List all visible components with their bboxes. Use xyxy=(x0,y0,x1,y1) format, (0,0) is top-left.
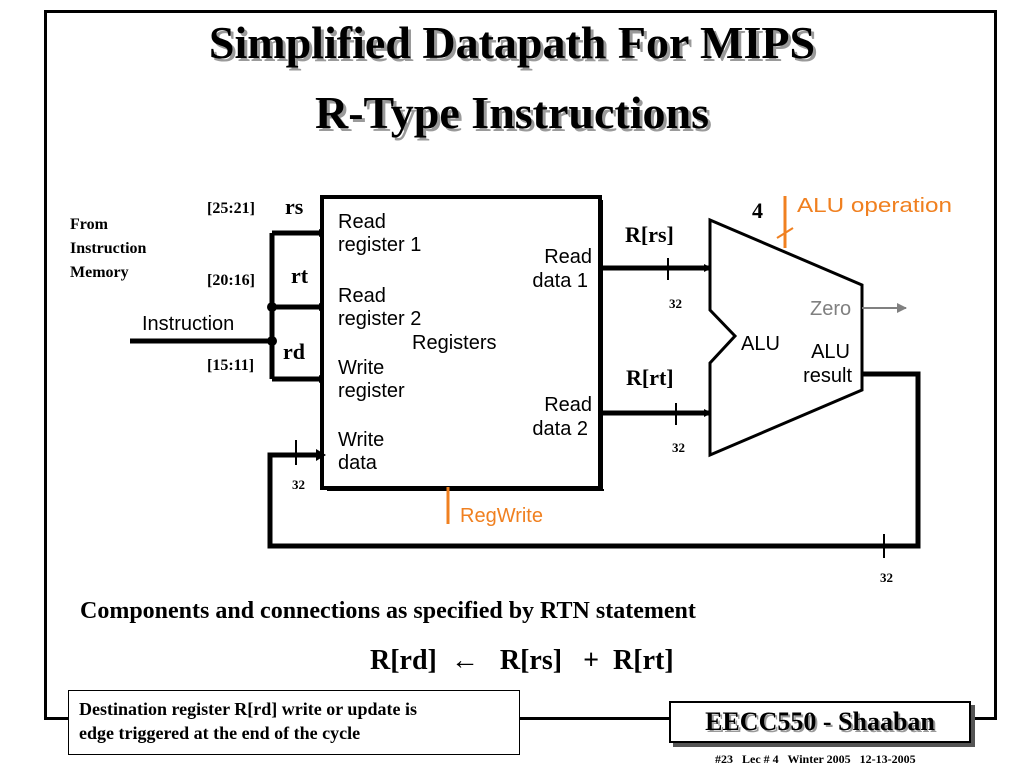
write-timing-note: Destination register R[rd] write or upda… xyxy=(68,690,520,755)
from-memory-line-2: Instruction xyxy=(70,240,147,257)
alu-result-width: 32 xyxy=(880,570,893,585)
alu-block xyxy=(708,217,864,458)
write-data-width: 32 xyxy=(292,477,305,492)
slide-footer: #23 Lec # 4 Winter 2005 12-13-2005 xyxy=(715,752,916,766)
registers-name-label: Registers xyxy=(412,332,496,354)
regwrite-label: RegWrite xyxy=(460,505,543,527)
read-data-2-label-a: Read xyxy=(544,394,592,416)
bus-rt-width: 32 xyxy=(672,440,685,455)
write-register-label-a: Write xyxy=(338,357,384,379)
bus-rt-label: R[rt] xyxy=(626,365,674,390)
from-memory-line-1: From xyxy=(70,216,109,233)
course-banner: EECC550 - Shaaban xyxy=(669,701,971,743)
alu-operation-label: ALU operation xyxy=(797,195,952,217)
rt-field-label: rt xyxy=(291,263,309,288)
rtn-destination: R[rd] xyxy=(370,645,437,676)
note-line-1: Destination register R[rd] write or upda… xyxy=(79,699,417,719)
zero-label: Zero xyxy=(810,298,851,320)
rt-bits-label: [20:16] xyxy=(207,272,255,289)
alu-op-width: 4 xyxy=(752,198,763,223)
slide-title-line-1: Simplified Datapath For MIPS xyxy=(208,17,816,68)
rtn-operand-rt: R[rt] xyxy=(613,645,674,676)
from-memory-line-3: Memory xyxy=(70,264,129,281)
note-line-2: edge triggered at the end of the cycle xyxy=(79,723,361,743)
slide-frame xyxy=(44,10,997,720)
read-data-1-label-b: data 1 xyxy=(532,270,588,292)
rs-bits-label: [25:21] xyxy=(207,200,255,217)
read-register-2-label-b: register 2 xyxy=(338,308,421,330)
rtn-operand-rs: R[rs] xyxy=(499,645,563,676)
instruction-label: Instruction xyxy=(142,313,234,335)
bus-rs-width: 32 xyxy=(669,296,682,311)
rtn-plus: + xyxy=(583,645,600,676)
instruction-bus xyxy=(130,233,277,379)
read-register-2-label-a: Read xyxy=(338,285,386,307)
slide-title-line-2: R-Type Instructions xyxy=(314,87,709,138)
read-register-1-label-a: Read xyxy=(338,211,386,233)
rtn-statement: R[rd] ← R[rs] + R[rt] xyxy=(370,645,674,677)
rtn-arrow: ← xyxy=(450,645,479,676)
bus-rs-label: R[rs] xyxy=(625,222,674,247)
alu-result-feedback-wire xyxy=(267,371,921,549)
write-register-label-b: register xyxy=(338,380,405,402)
rd-bits-label: [15:11] xyxy=(207,357,254,374)
write-data-label-b: data xyxy=(338,452,378,474)
alu-label: ALU xyxy=(741,333,780,355)
rtn-caption: Components and connections as specified … xyxy=(80,598,696,624)
alu-result-label-b: result xyxy=(803,365,852,387)
register-file-block xyxy=(320,195,602,490)
rs-field-label: rs xyxy=(285,194,304,219)
read-data-2-label-b: data 2 xyxy=(532,418,588,440)
alu-result-label-a: ALU xyxy=(811,341,850,363)
write-data-label-a: Write xyxy=(338,429,384,451)
rd-field-label: rd xyxy=(283,339,305,364)
read-data-1-label-a: Read xyxy=(544,246,592,268)
read-register-1-label-b: register 1 xyxy=(338,234,421,256)
